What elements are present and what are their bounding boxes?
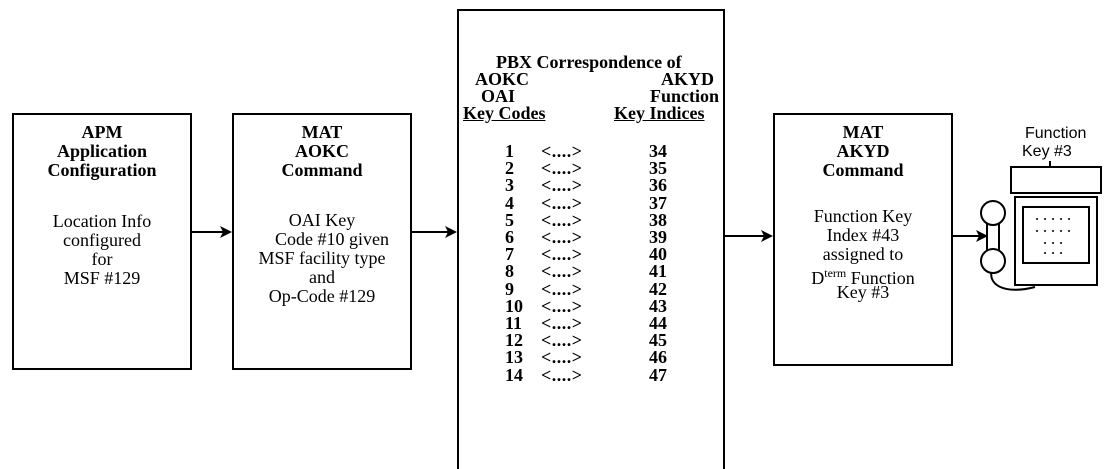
aokc-body-line1: OAI Key — [288, 210, 356, 230]
akyd-title-line1: MAT — [842, 122, 884, 142]
oai-key-code: 11 — [505, 313, 523, 333]
apm-title-line2: Application — [56, 141, 148, 161]
apm-body-line1: Location Info — [52, 211, 152, 231]
correspondence-arrow: <....> — [541, 313, 583, 333]
function-key-index: 44 — [649, 313, 667, 333]
function-key-index: 35 — [649, 158, 667, 179]
oai-key-code: 2 — [505, 158, 514, 179]
correspondence-row: 2 <....> 35 — [459, 158, 717, 180]
correspondence-arrow: <....> — [541, 227, 583, 247]
oai-key-code: 4 — [505, 192, 514, 213]
apm-body-line3: for — [91, 249, 113, 269]
akyd-title-line3: Command — [822, 160, 904, 180]
function-key-index: 45 — [649, 330, 667, 351]
correspondence-arrow: <....> — [541, 158, 583, 179]
pbx-correspondence-box: PBX Correspondence of AOKC OAI Key Codes… — [457, 9, 725, 469]
correspondence-row: 4 <....> 37 — [459, 193, 717, 215]
correspondence-row: 8 <....> 41 — [459, 261, 717, 283]
correspondence-arrow: <....> — [541, 295, 583, 316]
correspondence-arrow: <....> — [541, 244, 583, 265]
apm-body-line4: MSF #129 — [63, 268, 141, 288]
dterm-phone-icon — [980, 161, 1102, 291]
aokc-body-line4: and — [309, 267, 335, 287]
apm-title-line3: Configuration — [47, 160, 157, 180]
left-header-line2: OAI — [481, 86, 516, 106]
correspondence-row: 1 <....> 34 — [459, 141, 717, 163]
correspondence-arrow: <....> — [541, 141, 583, 161]
function-key-index: 46 — [649, 347, 667, 368]
function-key-index: 42 — [649, 278, 667, 299]
oai-key-code: 8 — [505, 261, 514, 282]
correspondence-arrow: <....> — [541, 192, 583, 213]
oai-key-code: 14 — [505, 364, 523, 385]
oai-key-code: 6 — [505, 227, 514, 247]
oai-key-code: 12 — [505, 330, 523, 351]
function-key-index: 40 — [649, 244, 667, 265]
correspondence-arrow: <....> — [541, 278, 583, 299]
function-key-index: 43 — [649, 295, 667, 316]
right-header-line1: AKYD — [661, 69, 714, 89]
correspondence-arrow: <....> — [541, 330, 583, 351]
oai-key-code: 9 — [505, 278, 514, 299]
akyd-body-line2: Index #43 — [826, 225, 900, 245]
correspondence-row: 5 <....> 38 — [459, 210, 717, 232]
akyd-body-line1: Function Key — [813, 206, 913, 226]
left-header-line3: Key Codes — [463, 103, 546, 123]
akyd-body-line5: Key #3 — [836, 282, 890, 302]
right-header-line3: Key Indices — [614, 103, 705, 123]
apm-config-box: APM Application Configuration Location I… — [12, 113, 192, 370]
phone-label: Function Key #3 — [1022, 125, 1108, 161]
akyd-body-line3: assigned to — [822, 244, 904, 264]
function-key-index: 38 — [649, 209, 667, 230]
correspondence-row: 3 <....> 36 — [459, 175, 717, 197]
phone-label-line2: Key #3 — [1022, 143, 1072, 160]
aokc-title-line2: AOKC — [295, 141, 349, 161]
oai-key-code: 10 — [505, 295, 523, 316]
left-header-line1: AOKC — [475, 69, 529, 89]
pbx-title: PBX Correspondence of — [496, 52, 682, 72]
function-key-index: 47 — [649, 364, 667, 385]
function-key-index: 37 — [649, 192, 667, 213]
correspondence-row: 10 <....> 43 — [459, 296, 717, 318]
function-key-index: 41 — [649, 261, 667, 282]
correspondence-arrow: <....> — [541, 347, 583, 368]
correspondence-row: 6 <....> 39 — [459, 227, 717, 249]
correspondence-arrow: <....> — [541, 175, 583, 196]
phone-label-line1: Function — [1025, 125, 1087, 142]
dterm-d: D — [811, 268, 825, 288]
correspondence-row: 12 <....> 45 — [459, 330, 717, 352]
function-key-index: 34 — [649, 141, 667, 161]
oai-key-code: 13 — [505, 347, 523, 368]
function-key-index: 36 — [649, 175, 667, 196]
function-key-index: 39 — [649, 227, 667, 247]
correspondence-row: 14 <....> 47 — [459, 365, 717, 387]
correspondence-row: 9 <....> 42 — [459, 279, 717, 301]
correspondence-row: 13 <....> 46 — [459, 347, 717, 369]
aokc-command-box: MAT AOKC Command OAI Key Code #10 given … — [232, 113, 412, 370]
apm-title-line1: APM — [81, 122, 123, 142]
correspondence-arrow: <....> — [541, 261, 583, 282]
akyd-body-line4: Dterm Function — [775, 264, 951, 288]
correspondence-arrow: <....> — [541, 209, 583, 230]
aokc-title-line1: MAT — [301, 122, 343, 142]
right-header-line2: Function — [650, 86, 720, 106]
oai-key-code: 7 — [505, 244, 514, 265]
correspondence-row: 7 <....> 40 — [459, 244, 717, 266]
akyd-command-box: MAT AKYD Command Function Key Index #43 … — [773, 113, 953, 366]
akyd-title-line2: AKYD — [836, 141, 890, 161]
dterm-sup: term — [824, 266, 847, 280]
apm-body-line2: configured — [63, 230, 141, 250]
correspondence-arrow: <....> — [541, 364, 583, 385]
oai-key-code: 5 — [505, 209, 514, 230]
oai-key-code: 1 — [505, 141, 514, 161]
dterm-function: Function — [846, 268, 915, 288]
oai-key-code: 3 — [505, 175, 514, 196]
aokc-title-line3: Command — [281, 160, 363, 180]
aokc-body-line3: MSF facility type — [258, 248, 386, 268]
aokc-body-line5: Op-Code #129 — [268, 286, 376, 306]
correspondence-row: 11 <....> 44 — [459, 313, 717, 335]
aokc-body-line2: Code #10 given — [275, 229, 389, 249]
